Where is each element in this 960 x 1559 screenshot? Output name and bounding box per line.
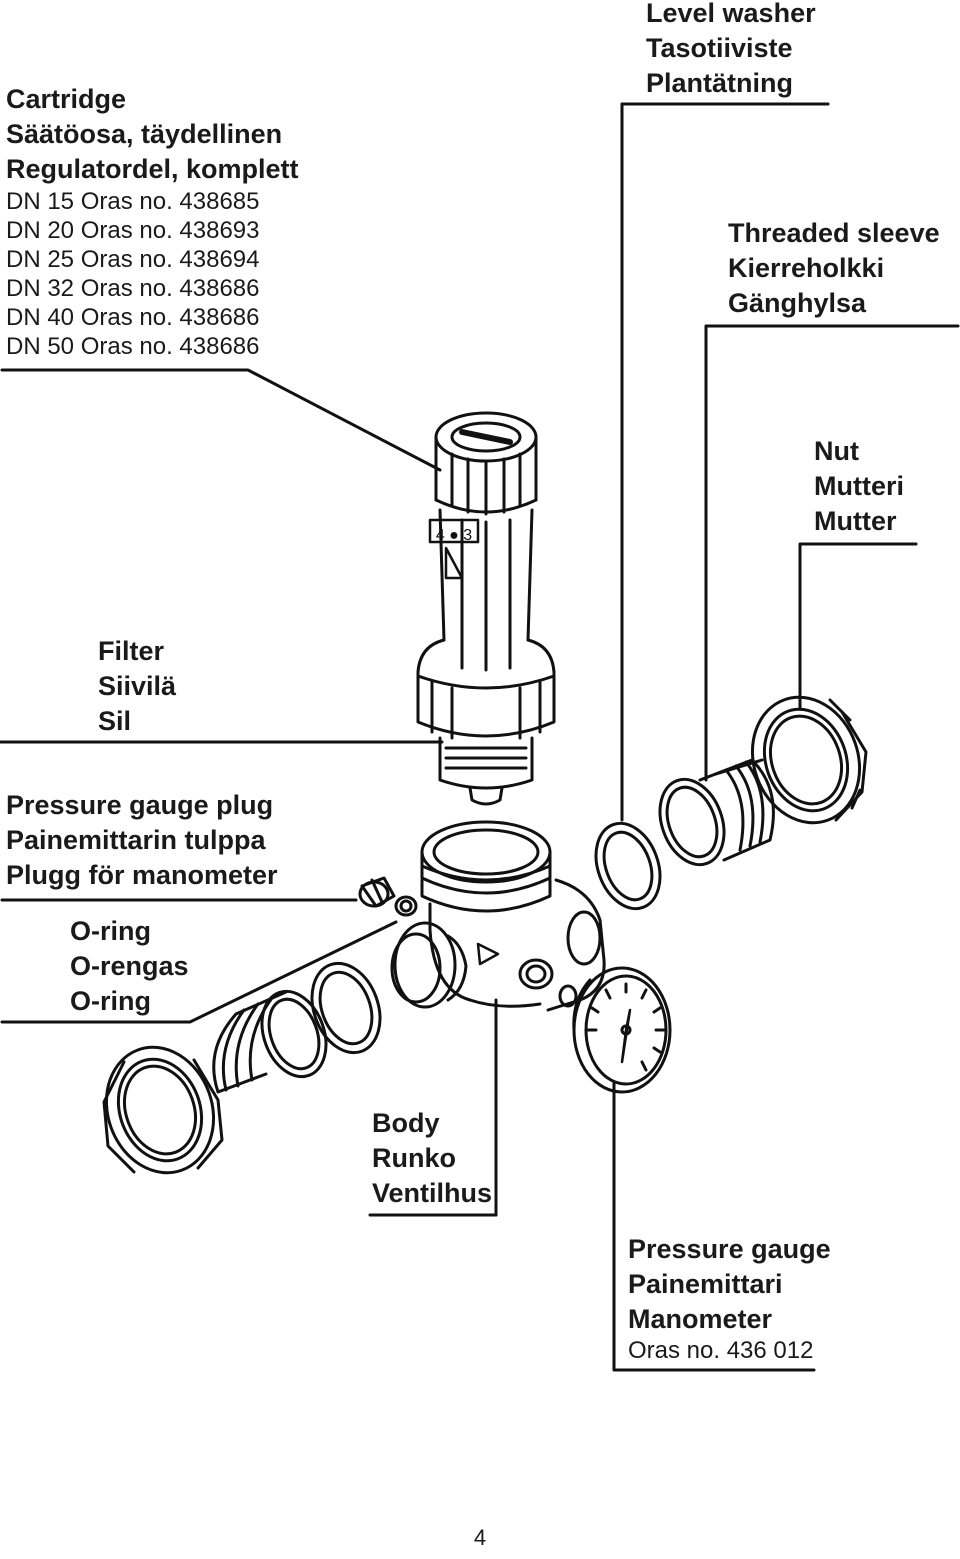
gauge-plug-sv: Plugg för manometer [6, 860, 278, 890]
left-nut-drawing [102, 1045, 224, 1175]
o-ring-sv: O-ring [70, 986, 151, 1016]
right-sleeve-drawing [658, 758, 775, 867]
nut-en: Nut [814, 436, 859, 466]
nut-fi: Mutteri [814, 471, 904, 501]
cartridge-name-fi: Säätöosa, täydellinen [6, 119, 283, 149]
cartridge-code-dn40: DN 40 Oras no. 438686 [6, 304, 260, 331]
body-sv: Ventilhus [372, 1178, 493, 1208]
filter-label: Filter Siivilä Sil [98, 634, 176, 739]
pressure-gauge-fi: Painemittari [628, 1269, 783, 1299]
pressure-gauge-label: Pressure gauge Painemittari Manometer Or… [628, 1232, 831, 1365]
cartridge-label: Cartridge Säätöosa, täydellinen Regulato… [6, 82, 299, 361]
cartridge-name-en: Cartridge [6, 84, 127, 114]
level-washer-label: Level washer Tasotiiviste Plantätning [646, 0, 816, 101]
pressure-gauge-en: Pressure gauge [628, 1234, 831, 1264]
filter-fi: Siivilä [98, 671, 177, 701]
filter-en: Filter [98, 636, 165, 666]
cartridge-name-sv: Regulatordel, komplett [6, 154, 299, 184]
pressure-gauge-drawing [558, 966, 672, 1094]
threaded-sleeve-en: Threaded sleeve [728, 218, 940, 248]
pressure-gauge-code: Oras no. 436 012 [628, 1337, 814, 1364]
nut-label: Nut Mutteri Mutter [814, 434, 904, 539]
gauge-plug-drawing [358, 876, 418, 917]
cartridge-code-dn15: DN 15 Oras no. 438685 [6, 188, 260, 215]
cartridge-code-dn25: DN 25 Oras no. 438694 [6, 246, 260, 273]
filter-sv: Sil [98, 706, 132, 736]
cartridge-code-dn20: DN 20 Oras no. 438693 [6, 217, 260, 244]
cartridge-code-dn50: DN 50 Oras no. 438686 [6, 333, 260, 360]
threaded-sleeve-fi: Kierreholkki [728, 253, 885, 283]
o-ring-label: O-ring O-rengas O-ring [70, 914, 189, 1019]
threaded-sleeve-sv: Gänghylsa [728, 288, 867, 318]
o-ring-en: O-ring [70, 916, 151, 946]
cartridge-drawing [416, 411, 556, 806]
level-washer-fi: Tasotiiviste [646, 33, 793, 63]
threaded-sleeve-label: Threaded sleeve Kierreholkki Gänghylsa [728, 216, 940, 321]
gauge-plug-label: Pressure gauge plug Painemittarin tulppa… [6, 788, 278, 893]
cartridge-marking: 4 ● 3 [436, 527, 472, 544]
body-fi: Runko [372, 1143, 456, 1173]
right-nut-drawing [750, 695, 868, 825]
leader-lines [0, 102, 960, 1372]
left-sleeve-drawing [212, 989, 328, 1094]
gauge-plug-en: Pressure gauge plug [6, 790, 274, 820]
right-washer-drawing [594, 821, 662, 911]
pressure-gauge-sv: Manometer [628, 1304, 773, 1334]
left-oring-drawing [310, 961, 382, 1055]
valve-body-drawing [390, 820, 606, 1012]
o-ring-fi: O-rengas [70, 951, 189, 981]
level-washer-sv: Plantätning [646, 68, 793, 98]
cartridge-code-dn32: DN 32 Oras no. 438686 [6, 275, 260, 302]
page-number: 4 [473, 1525, 487, 1550]
nut-sv: Mutter [814, 506, 897, 536]
body-label: Body Runko Ventilhus [372, 1106, 492, 1211]
gauge-plug-fi: Painemittarin tulppa [6, 825, 266, 855]
level-washer-en: Level washer [646, 0, 816, 28]
body-en: Body [372, 1108, 440, 1138]
